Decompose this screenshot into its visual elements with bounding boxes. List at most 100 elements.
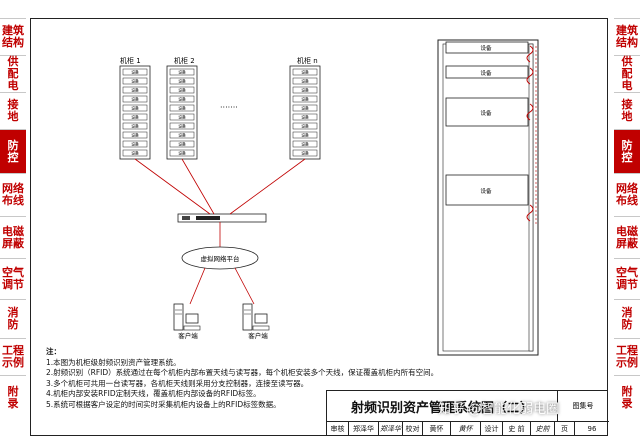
cabinet-2-slot-7 xyxy=(169,122,195,130)
cabinet-1-slot-7 xyxy=(122,122,148,130)
rf-line-2 xyxy=(181,158,215,215)
note-line-1: 1.本图为机柜级射频识别资产管理系统。 xyxy=(46,357,181,367)
cabinet-2-slot-3 xyxy=(169,86,195,94)
cabinet-1-slot-label-6: 设备 xyxy=(131,115,139,120)
cabinet-n-slot-1 xyxy=(292,68,318,76)
cabinet-1-slot-1 xyxy=(122,68,148,76)
tb-checker: 黄怀 xyxy=(423,421,451,436)
notes-heading: 注： xyxy=(46,347,61,356)
virtual-platform-label: 虚拟网络平台 xyxy=(201,254,240,263)
cabinet-1-slot-8 xyxy=(122,131,148,139)
cabinet-n-slot-label-5: 设备 xyxy=(301,106,309,111)
left-tab-6[interactable]: 电磁 屏蔽 xyxy=(0,216,26,258)
rack-device-1 xyxy=(445,41,529,54)
cabinet-n-slot-label-4: 设备 xyxy=(301,97,309,102)
cabinet-1-slot-label-7: 设备 xyxy=(131,124,139,129)
cabinet-2-slot-label-6: 设备 xyxy=(178,115,186,120)
cabinet-2-slot-label-2: 设备 xyxy=(178,79,186,84)
left-tab-10[interactable]: 附 录 xyxy=(0,375,26,420)
right-tab-10[interactable]: 附 录 xyxy=(614,375,640,420)
cabinet-n-slot-label-2: 设备 xyxy=(301,79,309,84)
cabinet-2-slot-label-1: 设备 xyxy=(178,70,186,75)
cabinet-n-slot-label-7: 设备 xyxy=(301,124,309,129)
tb-reviewer-sign: 郑泽华 xyxy=(379,421,403,436)
cabinet-1-slot-2 xyxy=(122,77,148,85)
cabinet-2-slot-2 xyxy=(169,77,195,85)
left-tab-7[interactable]: 空气 调节 xyxy=(0,258,26,299)
left-tab-1[interactable]: 建筑 结构 xyxy=(0,18,26,55)
cabinet-n-slot-label-6: 设备 xyxy=(301,115,309,120)
rack-rail xyxy=(528,43,534,352)
client-label-2: 客户端 xyxy=(248,331,268,340)
left-tab-3[interactable]: 接 地 xyxy=(0,92,26,129)
cabinet-2-slot-1 xyxy=(169,68,195,76)
left-tab-8[interactable]: 消 防 xyxy=(0,299,26,338)
notes: 注： 1.本图为机柜级射频识别资产管理系统。 2.射频识别（RFID）系统通过在… xyxy=(46,347,438,410)
cabinet-label-2: 机柜 2 xyxy=(174,56,195,65)
cabinet-1-slot-6 xyxy=(122,113,148,121)
tb-design-label: 设计 xyxy=(481,421,503,436)
cabinet-1-slot-10 xyxy=(122,149,148,157)
right-tab-6[interactable]: 电磁 屏蔽 xyxy=(614,216,640,258)
rack-device-label-3: 设备 xyxy=(480,109,492,117)
left-tab-4[interactable]: 防 控 xyxy=(0,129,26,173)
cabinet-1-slot-label-9: 设备 xyxy=(131,142,139,147)
cabinet-1-slot-label-2: 设备 xyxy=(131,79,139,84)
cabinet-n-slot-label-1: 设备 xyxy=(301,70,309,75)
rack-antenna-2 xyxy=(526,67,534,85)
right-tab-7[interactable]: 空气 调节 xyxy=(614,258,640,299)
left-tab-9[interactable]: 工程 示例 xyxy=(0,338,26,375)
cabinet-n-slot-4 xyxy=(292,95,318,103)
cabinet-1-slot-label-1: 设备 xyxy=(131,70,139,75)
rf-line-1 xyxy=(134,158,211,215)
right-tab-3[interactable]: 接 地 xyxy=(614,92,640,129)
cabinet-2-slot-label-9: 设备 xyxy=(178,142,186,147)
client-line-2 xyxy=(234,267,255,305)
cabinet-n-slot-6 xyxy=(292,113,318,121)
tb-page-label: 页 xyxy=(555,421,575,436)
cabinet-ellipsis: ······· xyxy=(220,103,238,112)
rack-device-4 xyxy=(445,174,529,206)
reader-switch xyxy=(177,213,267,223)
rack-antenna-4 xyxy=(526,204,534,222)
cabinet-1-slot-label-3: 设备 xyxy=(131,88,139,93)
right-tab-4[interactable]: 防 控 xyxy=(614,129,640,173)
title-block: 射频识别资产管理系统图（二） 图集号 审核 郑泽华 郑泽华 校对 黄怀 黄怀 设… xyxy=(326,390,609,436)
cabinet-label-1: 机柜 1 xyxy=(120,56,141,65)
cabinet-2-slot-label-10: 设备 xyxy=(178,151,186,156)
tb-check-label: 校对 xyxy=(403,421,423,436)
tb-reviewer: 郑泽华 xyxy=(349,421,379,436)
right-tab-5[interactable]: 网络 布线 xyxy=(614,173,640,216)
cabinet-n-slot-9 xyxy=(292,140,318,148)
cabinet-1-slot-9 xyxy=(122,140,148,148)
drawing-frame xyxy=(30,18,608,436)
cabinet-1-slot-3 xyxy=(122,86,148,94)
rack-device-2 xyxy=(445,65,529,79)
reader-display xyxy=(196,216,220,220)
cabinet-n-slot-label-3: 设备 xyxy=(301,88,309,93)
right-tab-2[interactable]: 供 配 电 xyxy=(614,55,640,92)
right-tab-1[interactable]: 建筑 结构 xyxy=(614,18,640,55)
tb-checker-sign: 黄怀 xyxy=(451,421,481,436)
cabinet-2-slot-label-7: 设备 xyxy=(178,124,186,129)
rack-device-label-2: 设备 xyxy=(480,69,492,77)
tb-designer: 史 前 xyxy=(503,421,531,436)
tb-designer-sign: 史前 xyxy=(531,421,555,436)
rack-device-label-1: 设备 xyxy=(480,44,492,52)
cabinet-1-slot-label-5: 设备 xyxy=(131,106,139,111)
cabinet-n-slot-3 xyxy=(292,86,318,94)
rack-device-label-4: 设备 xyxy=(480,187,492,195)
left-tab-5[interactable]: 网络 布线 xyxy=(0,173,26,216)
cabinet-2-slot-label-4: 设备 xyxy=(178,97,186,102)
left-tab-2[interactable]: 供 配 电 xyxy=(0,55,26,92)
client-computer-1 xyxy=(173,303,201,331)
right-tab-9[interactable]: 工程 示例 xyxy=(614,338,640,375)
client-computer-2 xyxy=(242,303,270,331)
cabinet-1-slot-label-8: 设备 xyxy=(131,133,139,138)
cabinet-n-slot-8 xyxy=(292,131,318,139)
right-tab-8[interactable]: 消 防 xyxy=(614,299,640,338)
cabinet-n-slot-2 xyxy=(292,77,318,85)
